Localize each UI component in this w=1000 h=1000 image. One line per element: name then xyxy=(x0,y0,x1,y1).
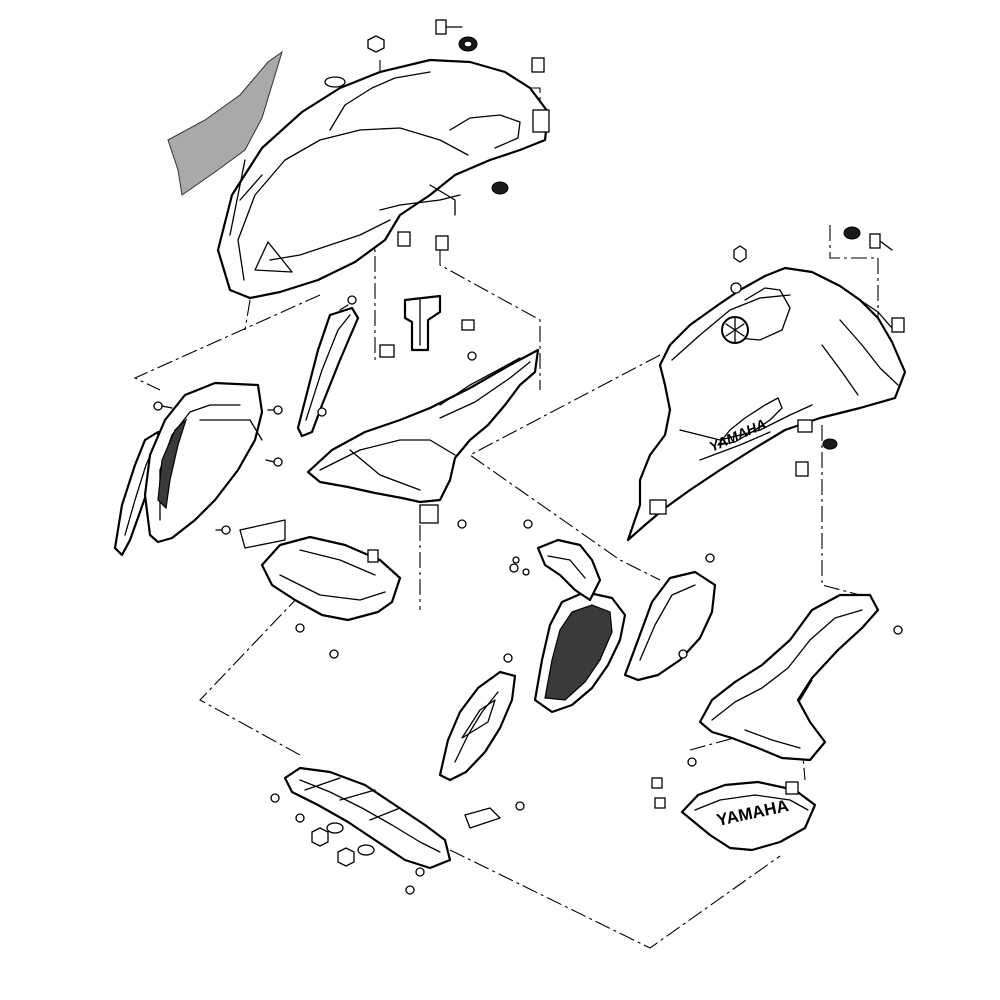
clip-icon xyxy=(651,777,799,809)
clip-icon xyxy=(397,231,449,251)
bolt-icon xyxy=(267,405,283,415)
bolt-icon xyxy=(265,457,283,467)
right-duct-grille xyxy=(438,538,627,782)
right-side-panel xyxy=(626,266,907,542)
nut-icon xyxy=(367,35,385,53)
bolt-icon xyxy=(339,295,357,311)
clip-icon xyxy=(367,549,379,563)
bolt-icon xyxy=(215,525,231,535)
fasteners xyxy=(153,19,905,895)
center-fuel-tank-cover xyxy=(306,348,540,524)
cowling-stay-bracket xyxy=(379,294,475,358)
windscreen xyxy=(167,50,283,196)
bolt-icon xyxy=(869,233,893,251)
left-under-panel xyxy=(239,519,402,622)
clip-icon xyxy=(795,461,809,477)
left-inner-panel xyxy=(296,306,360,438)
nut-icon xyxy=(733,245,747,263)
grommet-icon xyxy=(822,438,838,450)
front-cowling xyxy=(216,58,550,300)
bolt-icon xyxy=(457,519,467,529)
grommet-icon xyxy=(491,181,509,195)
bolt-icon xyxy=(295,623,339,659)
left-side-cover xyxy=(143,381,264,544)
bolt-icon xyxy=(317,407,327,417)
bolt-icon xyxy=(503,519,903,663)
right-inner-panel xyxy=(623,570,717,682)
clip-icon xyxy=(891,317,905,333)
bolt-icon xyxy=(270,757,697,895)
grommet-icon xyxy=(326,822,375,856)
clip-icon xyxy=(531,57,545,73)
right-lower-cowling xyxy=(698,593,880,762)
grommet-icon xyxy=(458,36,478,52)
lower-bracket-assembly xyxy=(283,766,501,870)
bolt-icon xyxy=(730,282,742,294)
assembly-leader-lines xyxy=(133,60,879,949)
bolt-icon xyxy=(467,351,477,361)
grommet-icon xyxy=(843,226,861,240)
belly-pan: YAMAHA xyxy=(680,780,817,852)
nut-icon xyxy=(311,827,355,867)
bolt-icon xyxy=(435,19,463,35)
bolt-icon xyxy=(153,401,173,411)
